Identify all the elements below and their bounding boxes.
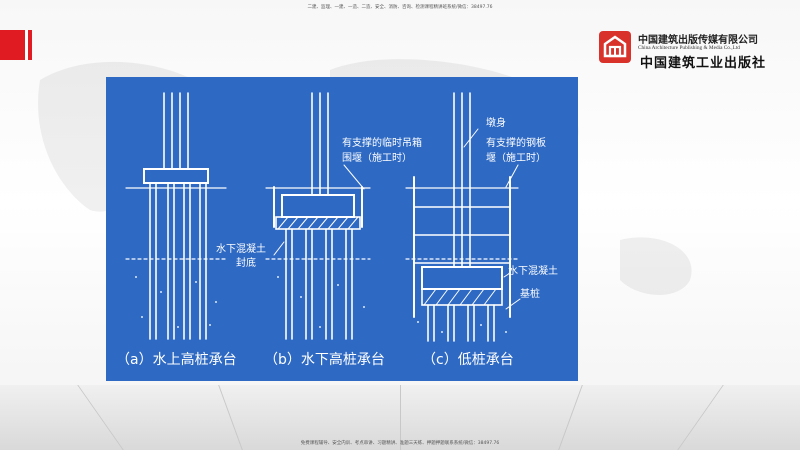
caption-b: （b）水下高桩承台 xyxy=(264,352,385,368)
pile-cap-drawing xyxy=(125,92,521,342)
header-note: 二建、监理、一建、一造、二造、安全、消防、咨询、检测课程精讲班系统/微信：384… xyxy=(307,5,493,10)
pier-label: 墩身 xyxy=(486,118,506,129)
temp-box-label-line1: 有支撑的临时吊箱 xyxy=(342,138,422,149)
caption-a: （a）水上高桩承台 xyxy=(116,352,237,368)
underwater-concrete-b-line2: 封底 xyxy=(236,258,256,269)
underwater-concrete-c-label: 水下混凝土 xyxy=(508,266,558,277)
underwater-concrete-b-line1: 水下混凝土 xyxy=(216,244,266,255)
publisher-name-en: China Architecture Publishing & Media Co… xyxy=(638,45,740,51)
steel-cofferdam-label-line1: 有支撑的钢板 xyxy=(486,138,546,149)
pile-cap-figure: 有支撑的临时吊箱 围堰（施工时） 墩身 有支撑的钢板 堰（施工时） 水下混凝土 … xyxy=(106,77,578,381)
footer-note: 免费课程辅导、安全内训、考点串讲、习题精讲、准题三天练、押题押题联系系统/微信：… xyxy=(300,441,500,446)
publisher-logo-icon xyxy=(599,31,631,63)
publisher-name-calligraphy: 中国建筑工业出版社 xyxy=(640,56,767,71)
steel-cofferdam-label-line2: 堰（施工时） xyxy=(486,153,546,164)
floor-backdrop xyxy=(0,385,800,450)
red-accent-bar xyxy=(0,30,32,60)
foundation-pile-label: 基桩 xyxy=(520,289,540,300)
temp-box-label-line2: 围堰（施工时） xyxy=(342,153,412,164)
caption-c: （c）低桩承台 xyxy=(422,352,514,368)
publisher-name-cn: 中国建筑出版传媒有限公司 xyxy=(638,35,758,46)
